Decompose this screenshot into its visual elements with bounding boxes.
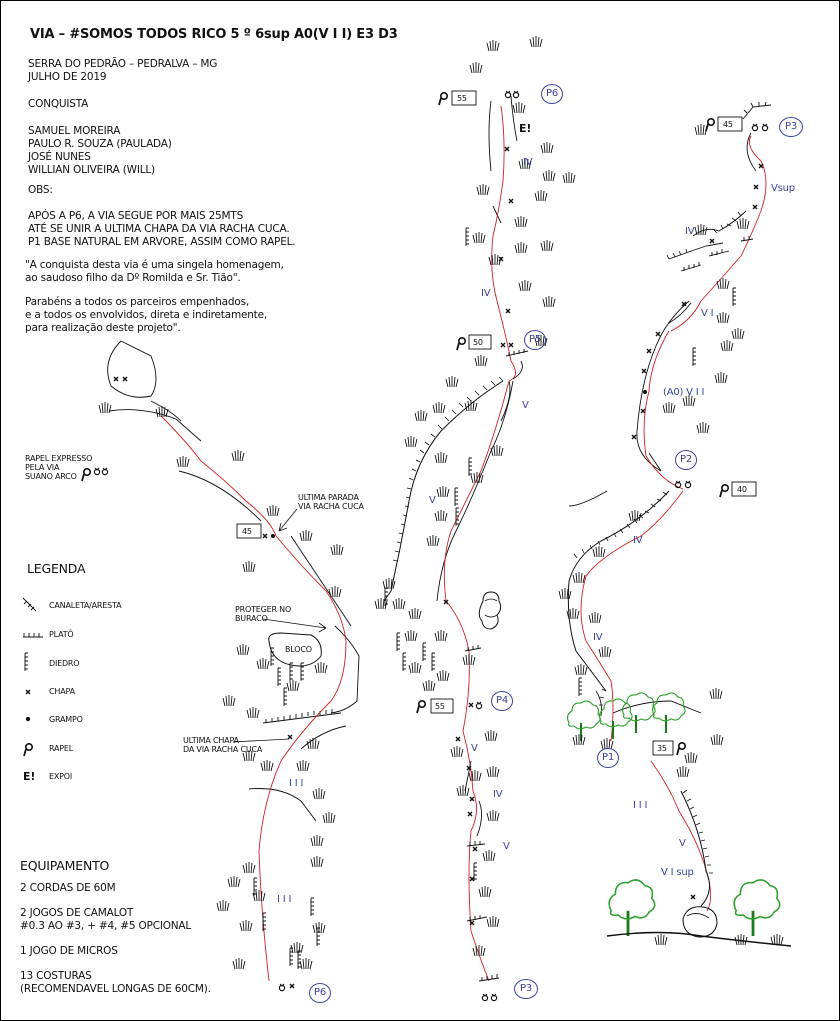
legend-item-grampo: GRAMPO [49,715,83,724]
pitch-grade: IV [685,226,695,237]
station-p4: P4 [491,691,513,711]
pitch-grade: V [503,841,510,852]
equipment-line: 2 CORDAS DE 60M [20,882,116,894]
rapel-expresso-note: SUANO ARCO [25,472,77,481]
equipment-line: 1 JOGO DE MICROS [20,945,118,957]
equipment-line: #0.3 AO #3, + #4, #5 OPCIONAL [20,920,192,932]
rappel-length: 55 [435,702,445,711]
station-p6-top: P6 [541,84,563,104]
column-right-drawing [558,101,792,947]
quote-line: ao saudoso filho da Dº Romilda e Sr. Tiã… [25,272,241,284]
rapel-expresso-note: PELA VIA [25,463,60,472]
quote-line: e a todos os envolvidos, direta e indire… [25,309,268,321]
quote-line: Parabéns a todos os parceiros empenhados… [25,296,249,308]
equipment-line: 13 COSTURAS [20,970,92,982]
equipment-line: 2 JOGOS DE CAMALOT [20,907,134,919]
legend-item-plato: PLATÔ [49,630,74,639]
pitch-grade: IV [523,157,533,168]
proteger-note: PROTEGER NO [235,605,292,614]
climber-name: PAULO R. SOUZA (PAULADA) [28,138,172,150]
page-title: VIA – #SOMOS TODOS RICO 5 º 6sup A0(V I … [30,27,398,42]
pitch-grade: V [471,743,478,754]
legend-symbols [22,597,43,757]
obs-label: OBS: [28,184,53,196]
obs-line: ATÉ SE UNIR A ULTIMA CHAPA DA VIA RACHA … [28,223,290,235]
pitch-grade: V [522,400,529,411]
pitch-grade: V I sup [661,867,694,878]
station-p5: P5 [524,330,546,350]
pitch-grade: IV [593,632,603,643]
pitch-grade: Vsup [771,183,795,194]
station-p1: P1 [597,748,619,768]
rappel-length: 45 [242,527,252,536]
pitch-grade: I I I [289,778,304,789]
expo-legend-mark: E! [23,770,36,783]
expo-mark: E! [519,122,532,135]
equipment-line: (RECOMENDAVEL LONGAS DE 60CM). [20,983,211,995]
station-p2: P2 [675,450,697,470]
pitch-grade: (A0) V I I [663,387,705,398]
quote-line: para realização deste projeto". [25,322,181,334]
legend-item-canaleta: CANALETA/ARESTA [49,601,122,610]
bloco-label: BLOCO [285,645,312,654]
station-p6-bottom: P6 [309,983,331,1003]
ultima-chapa-note: DA VIA RACHA CUCA [183,745,263,754]
equipment-title: EQUIPAMENTO [20,858,110,873]
rappel-length: 40 [737,485,747,494]
ultima-parada-note: VIA RACHA CUCA [298,502,364,511]
pitch-grade: V I [701,308,714,319]
station-p3-top: P3 [779,117,803,137]
date-text: JULHO DE 2019 [28,71,107,83]
legend-item-diedro: DIEDRO [49,659,80,668]
obs-line: APÓS A P6, A VIA SEGUE POR MAIS 25MTS [28,210,244,222]
pitch-grade: I I I [277,894,292,905]
column-middle-drawing [374,35,576,1002]
pitch-grade: IV [493,789,503,800]
rappel-length: 35 [657,744,667,753]
rappel-length: 50 [473,338,483,347]
legend-item-expoi: EXPOI [49,772,73,781]
legend-title: LEGENDA [27,561,86,576]
location-text: SERRA DO PEDRÃO – PEDRALVA – MG [28,58,218,70]
pitch-grade: IV [481,288,491,299]
quote-line: "A conquista desta via é uma singela hom… [25,259,284,271]
ultima-chapa-note: ULTIMA CHAPA [183,736,239,745]
conquest-label: CONQUISTA [28,98,89,110]
climber-name: SAMUEL MOREIRA [28,125,121,137]
pitch-grade: IV [633,535,643,546]
obs-line: P1 BASE NATURAL EM ARVORE, ASSIM COMO RA… [28,236,296,248]
ultima-parada-note: ULTIMA PARADA [298,493,359,502]
climber-name: JOSÉ NUNES [28,151,91,163]
rappel-length: 55 [457,94,467,103]
pitch-grade: V [679,838,686,849]
proteger-note: BURACO [235,614,268,623]
legend-item-chapa: CHAPA [49,687,75,696]
rappel-length: 45 [723,120,733,129]
climber-name: WILLIAN OLIVEIRA (WILL) [28,164,155,176]
pitch-grade: I I I [633,800,648,811]
station-p3-bottom: P3 [514,979,538,999]
rapel-expresso-note: RAPEL EXPRESSO [25,454,93,463]
column-left-drawing [81,340,360,992]
pitch-grade: V [429,495,436,506]
legend-item-rapel: RAPEL [49,744,74,753]
